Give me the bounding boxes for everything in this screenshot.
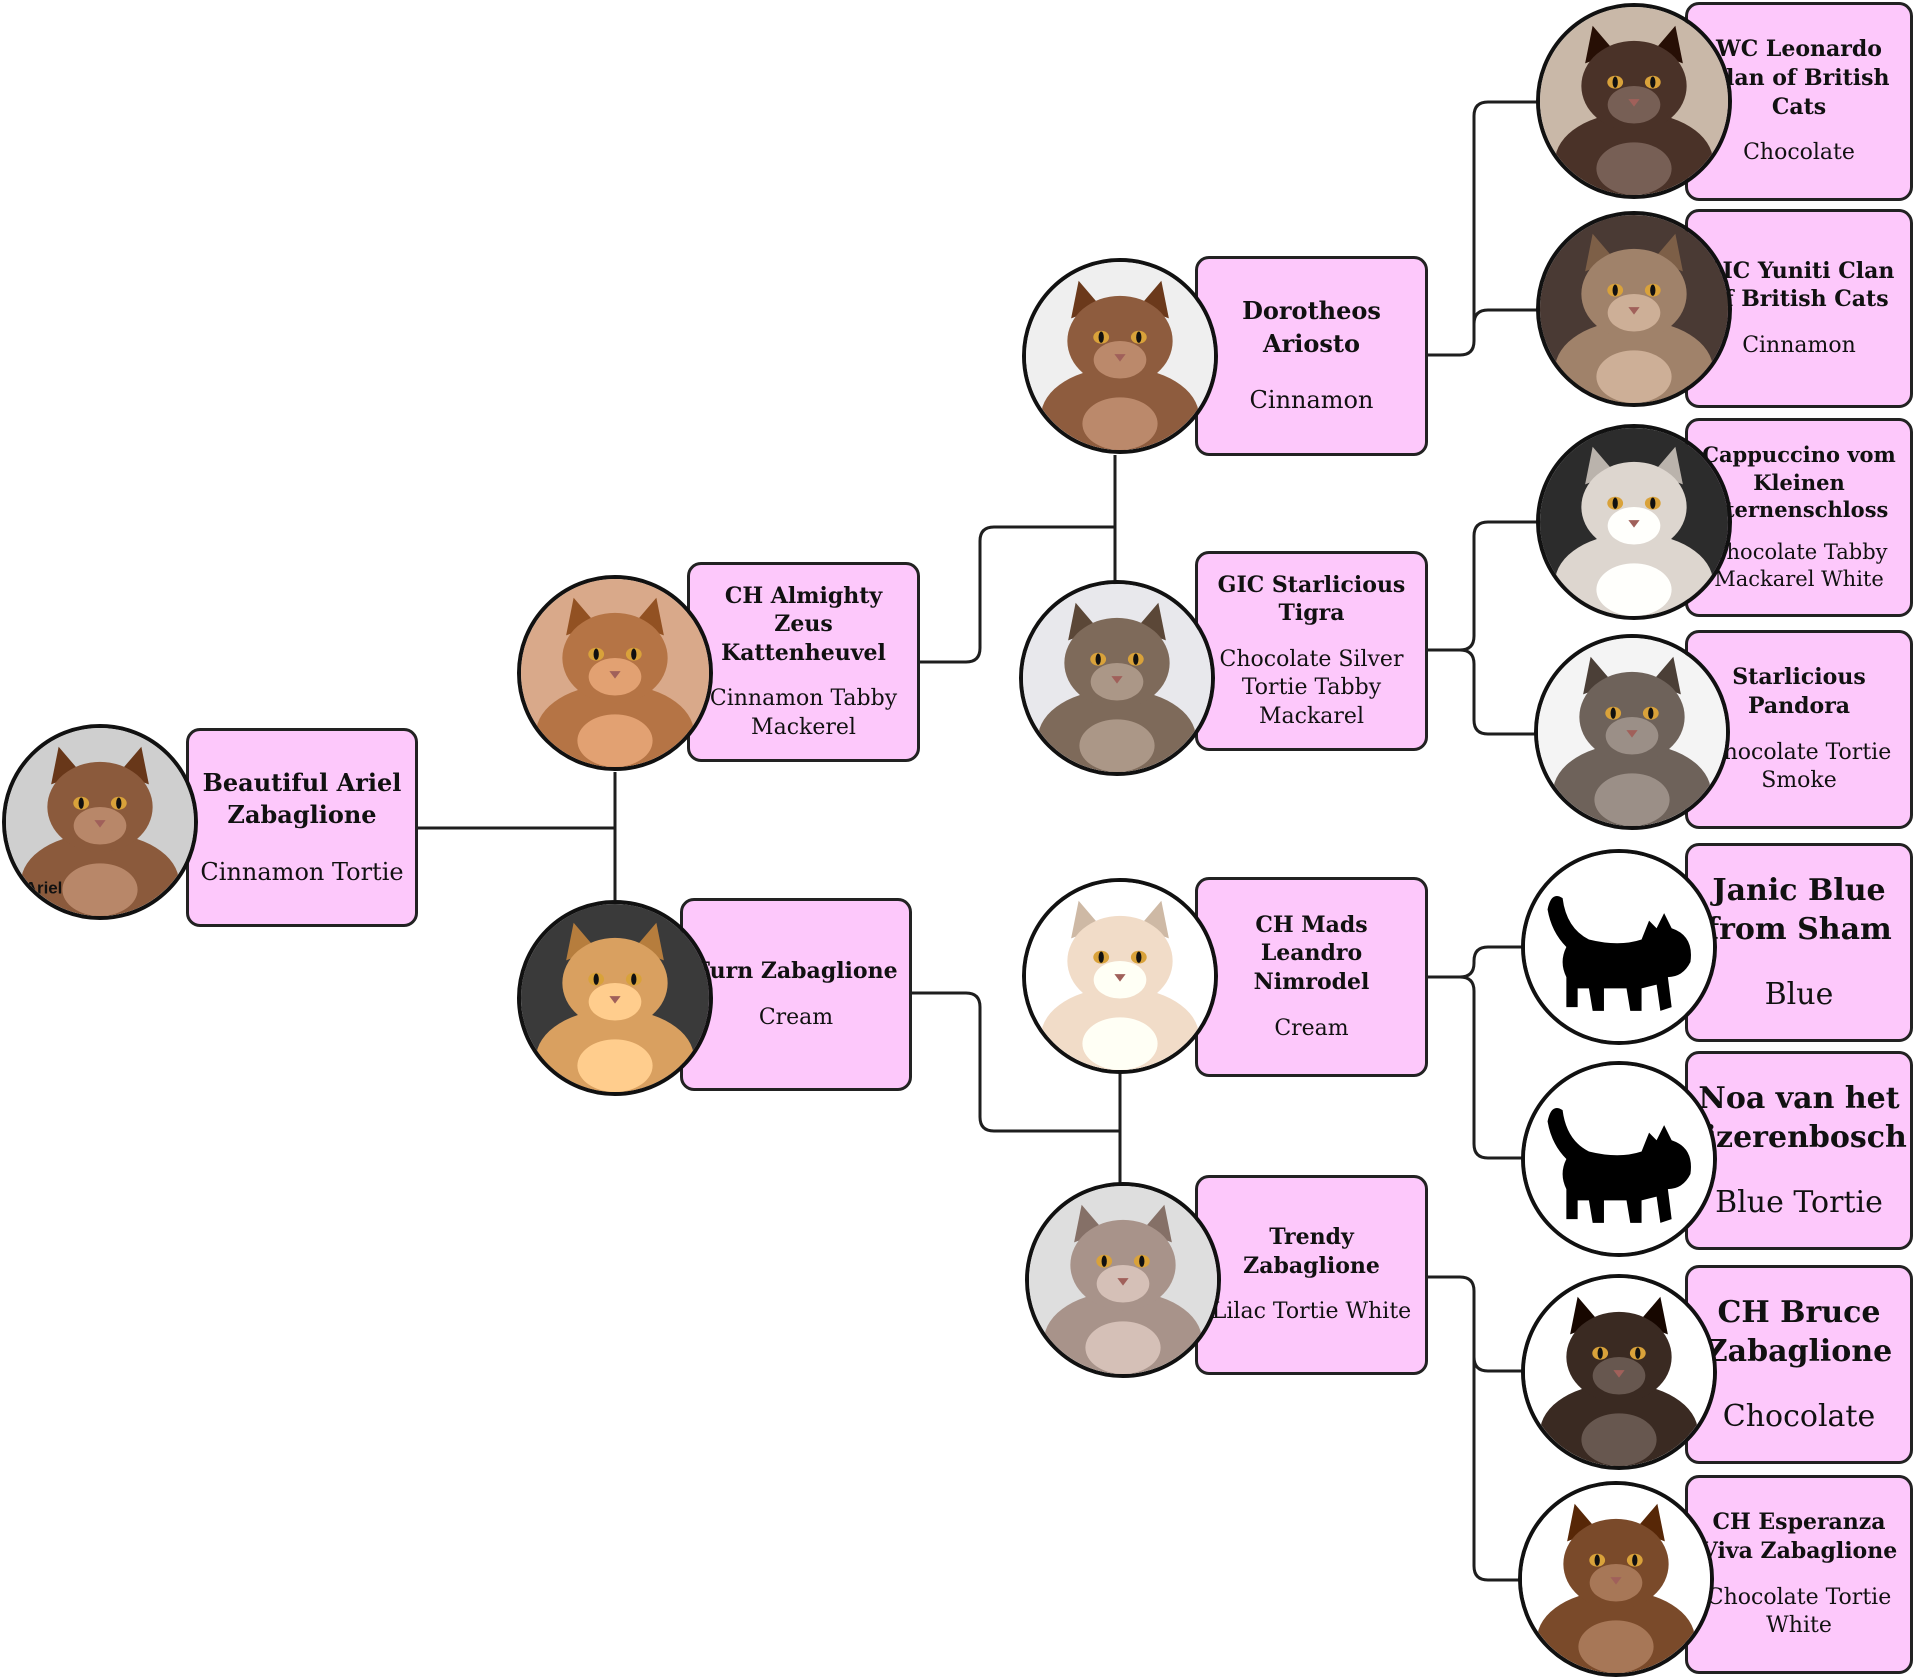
cat-card-bruce: CH Bruce Zabaglione Chocolate (1685, 1265, 1913, 1464)
cat-color: Blue Tortie (1715, 1185, 1883, 1220)
cat-color: Chocolate (1743, 140, 1855, 166)
cat-color: Chocolate Tabby Mackarel White (1710, 540, 1888, 592)
cat-photo-noa (1521, 1061, 1717, 1257)
cat-portrait-icon (1041, 280, 1199, 450)
cat-name: Beautiful Ariel Zabaglione (202, 767, 402, 830)
cat-portrait-icon (1038, 602, 1196, 772)
connector-trendy-parents (1428, 1275, 1525, 1582)
connector-mads-parents (1428, 945, 1525, 1160)
connector-zeus-parents (920, 455, 1117, 664)
cat-portrait-icon (536, 597, 694, 767)
cat-color: Blue (1764, 977, 1834, 1012)
cat-color: Cinnamon Tabby Mackerel (709, 686, 898, 740)
cat-card-dorotheos: Dorotheos Ariosto Cinnamon (1195, 256, 1428, 456)
connector-tigra-parents (1428, 520, 1540, 736)
cat-name: CH Mads Leandro Nimrodel (1253, 911, 1370, 995)
cat-portrait-icon (1555, 446, 1713, 616)
cat-portrait-icon (1555, 233, 1713, 403)
cat-color: Chocolate (1722, 1399, 1876, 1434)
cat-color: Cream (758, 1004, 834, 1030)
cat-portrait-icon (1553, 656, 1711, 826)
cat-name: CH Esperanza Viva Zabaglione (1700, 1509, 1898, 1564)
cat-photo-dorotheos (1022, 258, 1218, 454)
cat-silhouette-icon (1547, 895, 1691, 1011)
cat-silhouette-icon (1547, 1107, 1691, 1223)
connector-ariel-parents (418, 772, 617, 900)
cat-name: GIC Yuniti Clan of British Cats (1703, 257, 1895, 313)
cat-photo-pandora (1534, 634, 1730, 830)
cat-name: WC Leonardo Clan of British Cats (1708, 36, 1890, 120)
cat-portrait-icon (536, 922, 694, 1092)
cat-portrait-icon (1537, 1503, 1695, 1673)
connector-furn-parents (912, 991, 1122, 1185)
cat-portrait-icon (1540, 1296, 1698, 1466)
cat-photo-zeus (517, 575, 713, 771)
cat-color: Chocolate Silver Tortie Tabby Mackarel (1219, 646, 1404, 729)
cat-card-mads: CH Mads Leandro Nimrodel Cream (1195, 877, 1428, 1077)
cat-photo-leonardo (1536, 3, 1732, 199)
cat-photo-trendy (1025, 1182, 1221, 1378)
cat-color: Cinnamon Tortie (200, 857, 404, 886)
cat-portrait-icon (1555, 25, 1713, 195)
cat-name: Trendy Zabaglione (1243, 1224, 1380, 1279)
cat-card-leonardo: WC Leonardo Clan of British Cats Chocola… (1685, 2, 1913, 201)
cat-card-furn: Furn Zabaglione Cream (680, 898, 912, 1091)
cat-card-noa: Noa van het Ijzerenbosch Blue Tortie (1685, 1051, 1913, 1250)
cat-photo-ariel: Ariel (2, 724, 198, 920)
cat-color: Cinnamon (1742, 332, 1856, 358)
cat-card-trendy: Trendy Zabaglione Lilac Tortie White (1195, 1175, 1428, 1375)
cat-name: Dorotheos Ariosto (1242, 296, 1381, 358)
cat-photo-janic (1521, 849, 1717, 1045)
cat-portrait-icon (1044, 1204, 1202, 1374)
cat-name: Furn Zabaglione (694, 957, 898, 984)
cat-card-tigra: GIC Starlicious Tigra Chocolate Silver T… (1195, 551, 1428, 751)
cat-photo-cappuccino (1536, 424, 1732, 620)
cat-name: GIC Starlicious Tigra (1217, 571, 1406, 627)
cat-card-esperanza: CH Esperanza Viva Zabaglione Chocolate T… (1685, 1475, 1913, 1674)
cat-name: CH Almighty Zeus Kattenheuvel (721, 582, 886, 666)
cat-color: Cream (1274, 1015, 1349, 1041)
cat-photo-esperanza (1518, 1481, 1714, 1677)
cat-color: Chocolate Tortie Smoke (1706, 739, 1892, 794)
cat-card-zeus: CH Almighty Zeus Kattenheuvel Cinnamon T… (687, 562, 920, 762)
cat-photo-furn (517, 900, 713, 1096)
cat-card-janic: Janic Blue from Sham Blue (1685, 843, 1913, 1042)
cat-portrait-icon (1041, 900, 1199, 1070)
cat-photo-bruce (1521, 1274, 1717, 1470)
cat-photo-mads (1022, 878, 1218, 1074)
cat-name: Cappuccino vom Kleinen Sternenschloss (1702, 442, 1896, 522)
cat-card-ariel: Beautiful Ariel Zabaglione Cinnamon Tort… (186, 728, 418, 927)
cat-color: Lilac Tortie White (1211, 1299, 1412, 1325)
cat-photo-tigra (1019, 580, 1215, 776)
cat-name: Noa van het Ijzerenbosch (1691, 1081, 1907, 1155)
cat-name: CH Bruce Zabaglione (1705, 1295, 1893, 1369)
cat-name: Janic Blue from Sham (1706, 873, 1892, 947)
cat-name: Starlicious Pandora (1732, 664, 1866, 719)
cat-photo-yuniti (1536, 211, 1732, 407)
cat-color: Chocolate Tortie White (1706, 1584, 1892, 1639)
connector-dorotheos-parents (1428, 100, 1542, 357)
cat-portrait-icon (21, 746, 179, 916)
cat-color: Cinnamon (1249, 386, 1374, 415)
